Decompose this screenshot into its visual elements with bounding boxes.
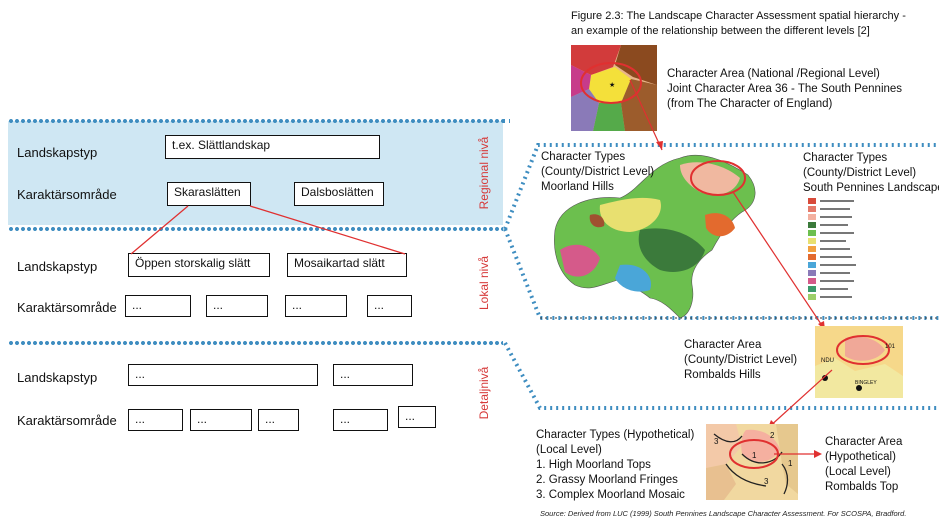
regional-type-label: Landskapstyp [17, 145, 98, 160]
county-types-left-text: Character Types (County/District Level) … [541, 151, 655, 193]
svg-text:1: 1 [752, 451, 757, 460]
local-area-box-2: ... [206, 295, 268, 317]
detail-area-label: Karaktärsområde [17, 413, 117, 428]
regional-area-box-1: Skaraslätten [167, 182, 251, 206]
local-type-label: Landskapstyp [17, 259, 98, 274]
dotted-divider-regional-local [8, 226, 503, 232]
svg-text:101: 101 [885, 344, 896, 350]
dotted-divider-local-detail [8, 340, 503, 346]
local-area-label: Karaktärsområde [17, 300, 117, 315]
connector-skaraslatten-right [249, 205, 406, 255]
local-type-box-2: Mosaikartad slätt [287, 253, 407, 277]
detail-area-box-3: ... [258, 409, 299, 431]
local-area-box-4: ... [367, 295, 412, 317]
figure-title-line-2: an example of the relationship between t… [571, 25, 870, 37]
detail-type-box-2: ... [333, 364, 413, 386]
local-area-text: Character Area (Hypothetical) (Local Lev… [825, 436, 903, 493]
county-types-right-text: Character Types (County/District Level) … [803, 152, 939, 194]
svg-text:1: 1 [788, 459, 793, 468]
regional-area-box-2: Dalsboslätten [294, 182, 384, 206]
detail-area-box-1: ... [128, 409, 183, 431]
local-type-box-1: Öppen storskalig slätt [128, 253, 270, 277]
local-area-box-3: ... [285, 295, 347, 317]
arrow-national-to-county [629, 79, 663, 151]
national-area-text: Character Area (National /Regional Level… [667, 68, 903, 110]
dotted-divider-top [8, 118, 503, 124]
regional-type-box: t.ex. Slättlandskap [165, 135, 380, 159]
detail-area-box-4: ... [333, 409, 388, 431]
county-types-map [554, 154, 756, 319]
county-area-text: Character Area (County/District Level) R… [684, 339, 798, 381]
county-area-map: 101 NDU BINGLEY [815, 326, 903, 398]
detail-area-box-2: ... [190, 409, 252, 431]
national-map: ★ [571, 45, 657, 131]
connector-skaraslatten-left [130, 205, 189, 255]
svg-text:BINGLEY: BINGLEY [855, 380, 877, 386]
svg-text:2: 2 [770, 431, 775, 440]
svg-text:NDU: NDU [821, 358, 834, 364]
local-types-text: Character Types (Hypothetical) (Local Le… [536, 429, 695, 501]
svg-text:3: 3 [764, 477, 769, 486]
svg-text:★: ★ [609, 81, 615, 89]
arrow-county-types-to-area [732, 191, 826, 331]
svg-text:3: 3 [714, 437, 719, 446]
figure-title-line-1: Figure 2.3: The Landscape Character Asse… [571, 10, 906, 22]
figure-source: Source: Derived from LUC (1999) South Pe… [540, 509, 907, 518]
detail-area-box-5: ... [398, 406, 436, 428]
regional-area-label: Karaktärsområde [17, 187, 117, 202]
arrow-county-area-to-local [767, 369, 833, 429]
county-map-legend [808, 198, 856, 300]
local-area-box-1: ... [125, 295, 191, 317]
local-map: 3 1 2 3 1 [706, 424, 798, 500]
detail-type-box-1: ... [128, 364, 318, 386]
detail-type-label: Landskapstyp [17, 370, 98, 385]
